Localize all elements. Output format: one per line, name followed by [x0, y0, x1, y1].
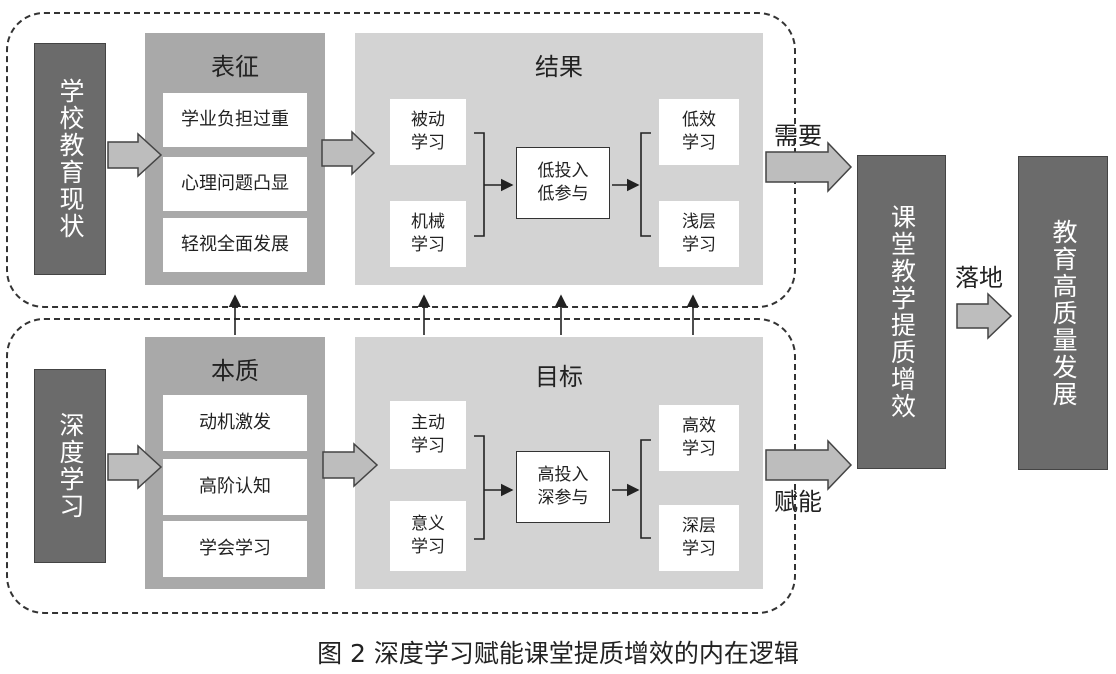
essence-title: 本质	[211, 357, 259, 385]
goal-input-2: 意义 学习	[390, 501, 466, 571]
bracket-result-outputs	[640, 132, 651, 237]
result-input-1: 被动 学习	[390, 99, 466, 165]
block-arrow-essence-to-goal	[322, 442, 379, 488]
result-input-2: 机械 学习	[390, 201, 466, 267]
essence-item-3: 学会学习	[163, 521, 307, 577]
result-title: 结果	[535, 53, 583, 81]
result-output-2: 浅层 学习	[659, 201, 739, 267]
goal-center: 高投入 深参与	[516, 451, 610, 523]
bracket-goal-inputs	[474, 435, 485, 540]
block-arrow-result-to-classroom	[765, 141, 853, 193]
goal-input-1: 主动 学习	[390, 401, 466, 469]
block-arrow-goal-to-classroom	[765, 439, 853, 491]
school-status-box: 学校教育现状	[34, 43, 106, 275]
essence-item-1: 动机激发	[163, 395, 307, 451]
result-output-1: 低效 学习	[659, 99, 739, 165]
representation-item-3: 轻视全面发展	[163, 218, 307, 272]
representation-item-1: 学业负担过重	[163, 93, 307, 147]
empower-label: 赋能	[774, 488, 822, 516]
bracket-goal-outputs	[640, 439, 651, 539]
goal-title: 目标	[535, 363, 583, 391]
block-arrow-deep-to-essence	[107, 444, 163, 490]
representation-item-2: 心理问题凸显	[163, 157, 307, 211]
result-panel: 结果 被动 学习 机械 学习 低投入 低参与 低效 学习 浅层 学习	[355, 33, 763, 285]
block-arrow-representation-to-result	[321, 130, 376, 176]
representation-title: 表征	[211, 53, 259, 81]
deep-learning-box: 深度学习	[34, 369, 106, 563]
bracket-result-inputs	[474, 132, 485, 237]
goal-output-1: 高效 学习	[659, 405, 739, 471]
deep-learning-text: 深度学习	[56, 412, 85, 520]
classroom-box: 课堂教学提质增效	[857, 155, 946, 469]
essence-item-2: 高阶认知	[163, 459, 307, 515]
classroom-text: 课堂教学提质增效	[887, 204, 917, 420]
block-arrow-school-to-representation	[107, 132, 163, 178]
education-box: 教育高质量发展	[1018, 156, 1108, 470]
essence-panel: 本质 动机激发 高阶认知 学会学习	[145, 337, 325, 589]
school-status-text: 学校教育现状	[56, 78, 85, 240]
goal-panel: 目标 主动 学习 意义 学习 高投入 深参与 高效 学习 深层 学习	[355, 337, 763, 589]
block-arrow-classroom-to-education	[956, 292, 1013, 340]
need-label: 需要	[774, 122, 822, 150]
education-text: 教育高质量发展	[1049, 218, 1078, 408]
result-center: 低投入 低参与	[516, 147, 610, 219]
figure-caption: 图 2 深度学习赋能课堂提质增效的内在逻辑	[317, 639, 799, 668]
goal-output-2: 深层 学习	[659, 505, 739, 571]
land-label: 落地	[955, 264, 1003, 292]
representation-panel: 表征 学业负担过重 心理问题凸显 轻视全面发展	[145, 33, 325, 285]
